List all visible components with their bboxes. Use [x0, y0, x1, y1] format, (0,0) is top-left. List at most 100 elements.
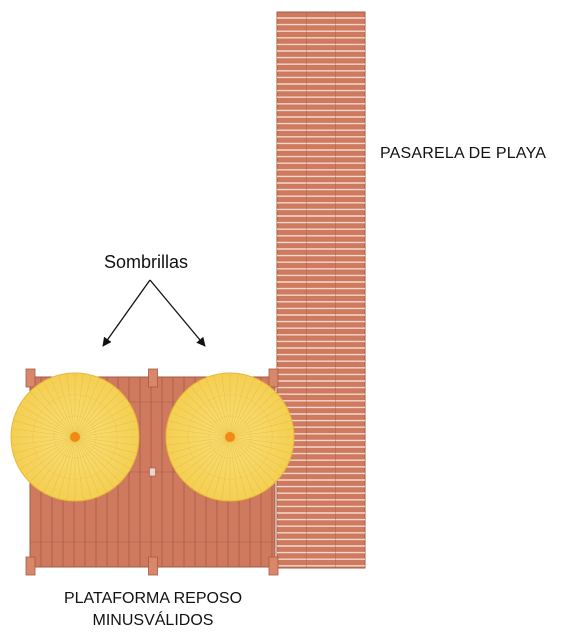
- umbrella-rib: [50, 436, 76, 497]
- umbrella-rib: [179, 397, 231, 438]
- umbrella-rib: [213, 436, 231, 499]
- umbrella-rib: [74, 436, 131, 470]
- umbrella-center: [70, 432, 80, 442]
- umbrella-rib: [74, 436, 126, 477]
- umbrella-rib: [221, 436, 231, 501]
- umbrella-rib: [213, 375, 231, 438]
- umbrella-rib: [13, 420, 76, 438]
- umbrella-rib: [229, 436, 294, 446]
- umbrella-rib: [229, 397, 281, 438]
- umbrella-rib: [42, 436, 76, 493]
- umbrella-rib: [74, 436, 100, 497]
- umbrella-rib: [229, 436, 292, 454]
- umbrella-rib: [74, 436, 92, 499]
- umbrella-rib: [58, 436, 76, 499]
- umbrella-rib: [184, 436, 231, 483]
- umbrella-rib: [74, 436, 121, 483]
- umbrella-rib: [74, 436, 84, 501]
- umbrella-rib: [74, 381, 108, 438]
- umbrella-rib: [229, 436, 286, 470]
- umbrella-ring: [187, 394, 273, 480]
- umbrella-rib: [66, 373, 76, 438]
- umbrella-rib: [74, 420, 137, 438]
- umbrella-rib: [74, 436, 135, 462]
- umbrella-rib: [74, 436, 139, 446]
- umbrella-rib: [229, 436, 247, 499]
- umbrella-rib: [229, 428, 294, 438]
- umbrella-rib: [229, 375, 247, 438]
- umbrella-rib: [19, 404, 76, 438]
- umbrella-rib: [229, 436, 239, 501]
- umbrella-rib: [190, 386, 231, 438]
- arrow-icon: [149, 279, 206, 347]
- umbrella-rib: [229, 373, 239, 438]
- umbrella-rib: [205, 436, 231, 497]
- umbrella-rib: [174, 436, 231, 470]
- umbrella-rib: [197, 381, 231, 438]
- platform-post: [268, 556, 279, 576]
- boardwalk-label: PASARELA DE PLAYA: [380, 145, 547, 162]
- umbrella-rib: [74, 404, 131, 438]
- umbrella-rib: [229, 436, 290, 462]
- umbrella-rib: [74, 436, 137, 454]
- umbrella-rib: [74, 373, 84, 438]
- umbrella-icon: [165, 372, 295, 502]
- umbrella-center: [225, 432, 235, 442]
- umbrella-rib: [229, 436, 281, 477]
- umbrella-rib: [229, 436, 255, 497]
- umbrella-rib: [229, 404, 286, 438]
- umbrella-rib: [170, 412, 231, 438]
- umbrella-rib: [58, 375, 76, 438]
- umbrella-rib: [229, 436, 270, 488]
- umbrella-rib: [229, 377, 255, 438]
- arrow-icon: [102, 279, 151, 347]
- umbrella-rib: [24, 436, 76, 477]
- umbrella-rib: [74, 391, 121, 438]
- umbrella-rib: [184, 391, 231, 438]
- umbrella-rib: [74, 397, 126, 438]
- platform-label-line-1: PLATAFORMA REPOSO: [63, 590, 243, 607]
- umbrella-rib: [179, 436, 231, 477]
- boardwalk-surface: [276, 11, 366, 569]
- umbrella-rib: [15, 436, 76, 462]
- platform-post: [148, 368, 158, 388]
- umbrella-rib: [229, 412, 290, 438]
- umbrella-rib: [29, 436, 76, 483]
- umbrella-rib: [168, 436, 231, 454]
- umbrella-rib: [229, 381, 263, 438]
- umbrella-rib: [19, 436, 76, 470]
- platform-post: [25, 556, 36, 576]
- platform-post: [25, 368, 36, 388]
- platform-label-line-2: MINUSVÁLIDOS: [92, 612, 214, 629]
- umbrella-rib: [74, 377, 100, 438]
- umbrella-rib: [205, 377, 231, 438]
- umbrella-rib: [35, 436, 76, 488]
- umbrella-rib: [190, 436, 231, 488]
- umbrella-rib: [229, 420, 292, 438]
- umbrella-rib: [15, 412, 76, 438]
- umbrella-rib: [74, 412, 135, 438]
- umbrella-rib: [13, 436, 76, 454]
- platform-center-post: [149, 467, 156, 477]
- umbrella-rib: [197, 436, 231, 493]
- umbrella-rib: [229, 391, 276, 438]
- umbrella-rib: [166, 428, 231, 438]
- umbrella-rib: [74, 436, 108, 493]
- umbrella-rib: [24, 397, 76, 438]
- platform-label: PLATAFORMA REPOSO MINUSVÁLIDOS: [0, 588, 306, 632]
- umbrella-rib: [11, 436, 76, 446]
- umbrella-rib: [168, 420, 231, 438]
- umbrella-icon: [10, 372, 140, 502]
- umbrella-rib: [166, 436, 231, 446]
- umbrella-ring: [32, 394, 118, 480]
- platform-post: [148, 556, 158, 576]
- umbrella-rib: [170, 436, 231, 462]
- umbrella-rib: [229, 436, 263, 493]
- umbrella-rib: [35, 386, 76, 438]
- umbrella-rib: [42, 381, 76, 438]
- umbrella-rib: [229, 436, 276, 483]
- umbrella-rib: [74, 436, 115, 488]
- umbrella-rib: [74, 428, 139, 438]
- platform-post: [268, 368, 279, 388]
